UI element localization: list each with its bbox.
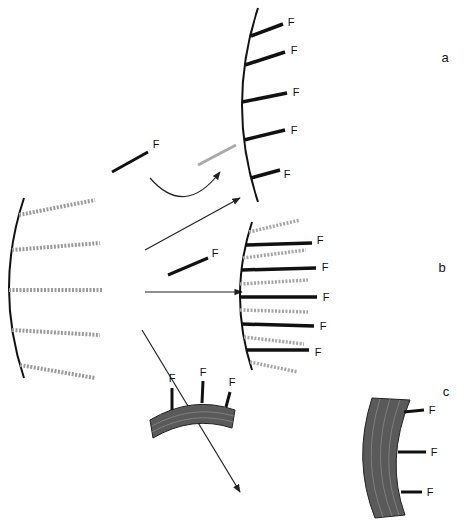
end-group-label: F	[169, 372, 176, 384]
panel-letter: b	[438, 261, 445, 275]
reaction-arrows	[142, 172, 242, 492]
end-group-label: F	[284, 168, 291, 180]
end-group-label: F	[320, 320, 327, 332]
end-group-label: F	[293, 86, 300, 98]
end-group-label: F	[315, 346, 322, 358]
end-group-label: F	[153, 138, 160, 150]
end-group-label: F	[229, 376, 236, 388]
end-group-label: F	[288, 16, 295, 28]
panel-letter: c	[443, 385, 450, 399]
end-group-label: F	[291, 124, 298, 136]
end-group-label: F	[200, 366, 207, 378]
end-group-label: F	[427, 486, 434, 498]
end-group-label: F	[429, 404, 436, 416]
panel-letter: a	[441, 51, 448, 65]
start-surface	[9, 198, 102, 378]
end-group-label: F	[291, 44, 298, 56]
free-chains	[112, 145, 236, 275]
end-group-label: F	[431, 446, 438, 458]
end-group-label: F	[212, 247, 219, 259]
end-group-label: F	[317, 234, 324, 246]
end-group-label: F	[322, 261, 329, 273]
end-group-label: F	[323, 291, 330, 303]
surface-b	[240, 220, 317, 372]
surface-a	[242, 8, 287, 202]
polymer-band-small	[150, 381, 235, 438]
polymer-band-large	[363, 398, 426, 518]
